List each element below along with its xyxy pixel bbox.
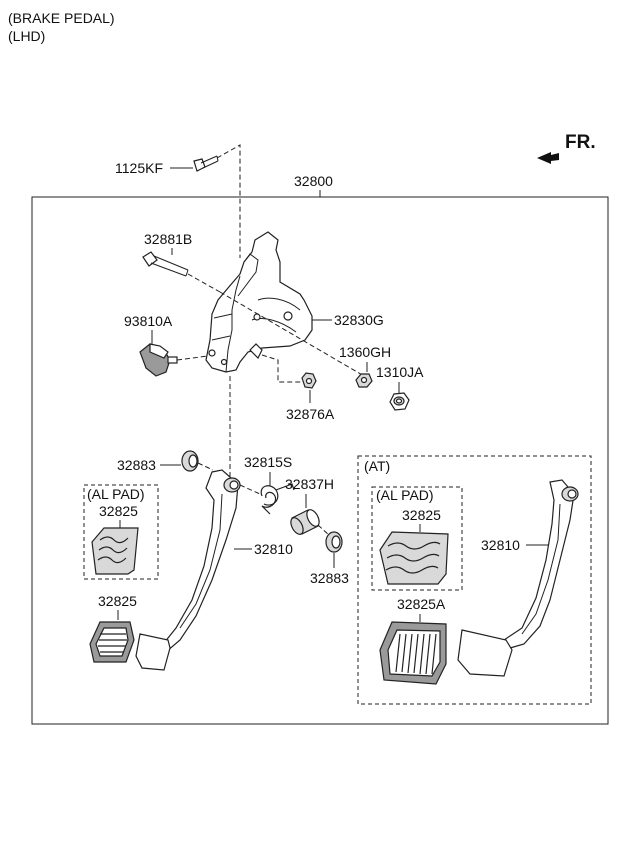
label-32883-upper: 32883 bbox=[117, 457, 156, 473]
fr-direction-label: FR. bbox=[565, 132, 596, 153]
return-spring-32815s-icon bbox=[260, 483, 295, 515]
label-32883-lower: 32883 bbox=[310, 570, 349, 586]
label-1310ja: 1310JA bbox=[376, 364, 424, 380]
label-32810-left: 32810 bbox=[254, 541, 293, 557]
clip-32876a-icon bbox=[301, 372, 317, 389]
al-pad-32825-left bbox=[91, 527, 139, 575]
label-32837h: 32837H bbox=[285, 476, 334, 492]
al-pad-32825-right bbox=[379, 531, 449, 585]
label-32810-right: 32810 bbox=[481, 537, 520, 553]
nut-1360gh-icon bbox=[355, 373, 373, 388]
brake-pedal-32810-right bbox=[457, 479, 579, 677]
bracket-32830g bbox=[205, 231, 313, 373]
label-32800: 32800 bbox=[294, 173, 333, 189]
at-group-frame bbox=[357, 455, 592, 705]
al-pad-group-right bbox=[371, 486, 463, 591]
header-title: (BRAKE PEDAL) bbox=[8, 10, 115, 26]
label-32881b: 32881B bbox=[144, 231, 192, 247]
header-subtitle: (LHD) bbox=[8, 28, 45, 44]
pad-32825-left bbox=[89, 621, 135, 663]
label-32825-left: 32825 bbox=[98, 593, 137, 609]
label-32825a: 32825A bbox=[397, 596, 446, 612]
label-32825-al-right: 32825 bbox=[402, 507, 441, 523]
bolt-1125kf-icon bbox=[193, 155, 219, 172]
label-32876a: 32876A bbox=[286, 406, 335, 422]
al-pad-group-left bbox=[83, 484, 159, 580]
label-1360gh: 1360GH bbox=[339, 344, 391, 360]
arrow-forward-icon bbox=[537, 152, 559, 164]
pad-32825a bbox=[379, 621, 447, 685]
bolt-1125kf-guide bbox=[216, 144, 241, 258]
label-93810a: 93810A bbox=[124, 313, 173, 329]
brake-pedal-32810-left bbox=[135, 469, 241, 671]
nut-1310ja-icon bbox=[389, 392, 410, 411]
sleeve-32837h-icon bbox=[290, 509, 320, 535]
label-al-pad-right: (AL PAD) bbox=[376, 487, 434, 503]
label-32830g: 32830G bbox=[334, 312, 384, 328]
bolt-32881b-icon bbox=[142, 251, 189, 277]
stop-lamp-switch-93810a bbox=[139, 343, 178, 377]
label-at-group: (AT) bbox=[364, 458, 390, 474]
label-1125kf: 1125KF bbox=[115, 160, 163, 176]
bushing-32883-upper-icon bbox=[181, 450, 199, 472]
label-32815s: 32815S bbox=[244, 454, 292, 470]
bushing-32883-lower-icon bbox=[325, 531, 343, 553]
label-al-pad-left: (AL PAD) bbox=[87, 486, 145, 502]
label-32825-al-left: 32825 bbox=[99, 503, 138, 519]
